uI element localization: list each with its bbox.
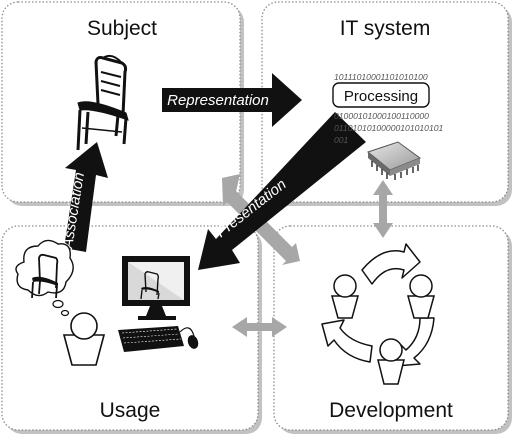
chair-icon <box>76 54 129 151</box>
processing-label: Processing <box>344 88 418 105</box>
development-title: Development <box>329 399 453 422</box>
code-line-3: 01000101000100110000 <box>334 111 429 121</box>
keyboard-icon <box>118 326 184 352</box>
cycle-arrow-top <box>361 243 421 285</box>
it-system-title: IT system <box>340 17 431 40</box>
code-line-4: 01101010100000101010101 <box>334 123 444 133</box>
gray-arrow-horizontal <box>232 317 287 337</box>
subject-title: Subject <box>87 17 157 40</box>
processing-block: 10111010001101010100 0010100111001110101… <box>332 72 444 145</box>
cycle-arrow-left <box>321 319 373 363</box>
thought-bubble-chair-icon <box>15 239 74 317</box>
gray-arrow-vertical <box>373 180 393 238</box>
code-line-5: 001 <box>334 135 349 145</box>
chip-icon <box>366 141 422 180</box>
usage-title: Usage <box>100 399 161 422</box>
representation-label: Representation <box>167 92 269 109</box>
developer-person-left <box>331 274 359 319</box>
processing-box <box>332 82 430 108</box>
developer-person-right <box>407 274 435 319</box>
computer-monitor-icon <box>122 256 190 320</box>
representation-arrow: Representation <box>162 73 302 127</box>
mouse-icon <box>179 327 199 349</box>
panel-subject <box>1 1 244 206</box>
person-icon <box>62 312 106 366</box>
code-line-1: 10111010001101010100 <box>334 72 428 82</box>
developer-person-bottom <box>377 338 405 385</box>
